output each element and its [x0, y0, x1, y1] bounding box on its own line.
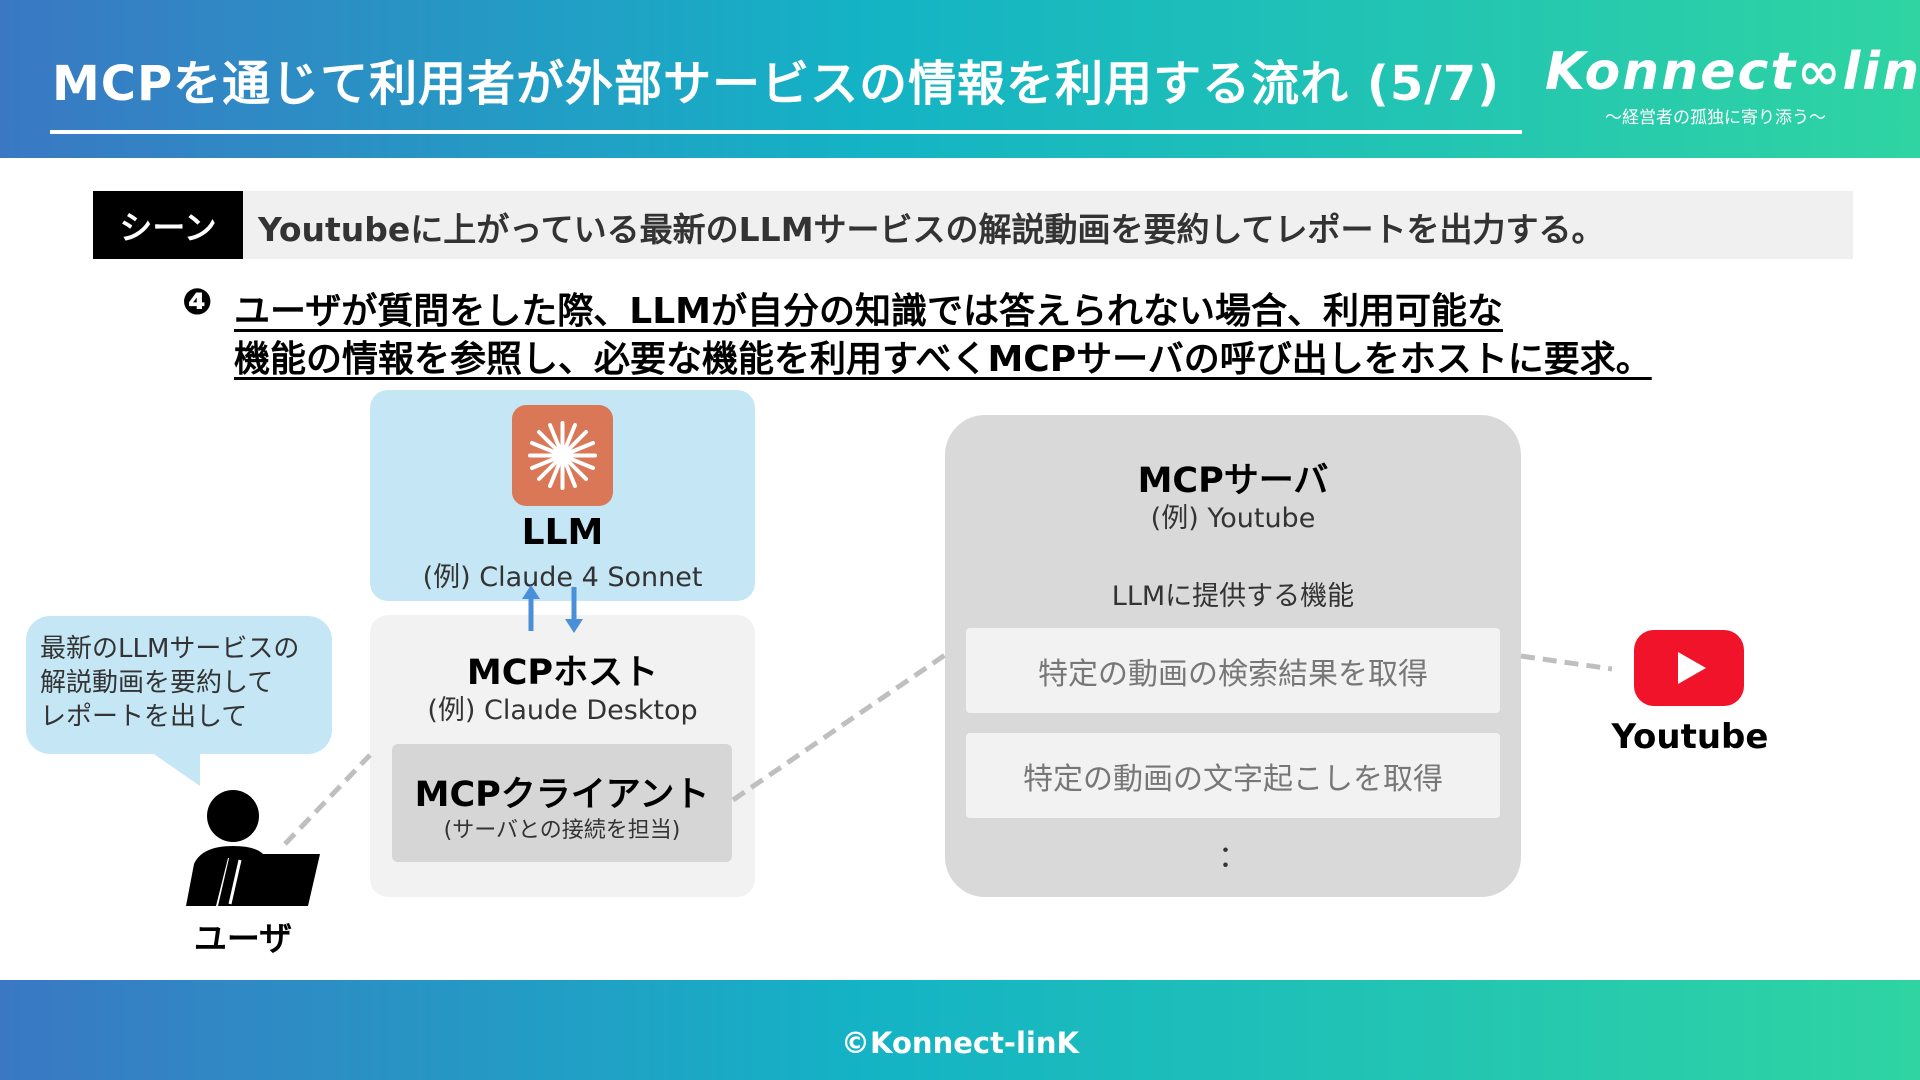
mcp-client-subtitle: (サーバとの接続を担当)	[443, 818, 681, 843]
speech-bubble	[26, 616, 332, 754]
speech-bubble-tail	[148, 750, 200, 786]
step-line-2: 機能の情報を参照し、必要な機能を利用すべくMCPサーバの呼び出しをホストに要求。	[234, 339, 1652, 380]
step-number: ❹	[182, 282, 213, 323]
feature-item: 特定の動画の文字起こしを取得	[966, 733, 1500, 818]
user-label: ユーザ	[193, 919, 293, 958]
server-to-youtube-line	[1520, 653, 1613, 672]
scene-label: シーン	[93, 191, 243, 259]
mcp-server-title: MCPサーバ	[1137, 461, 1329, 501]
page-title: MCPを通じて利用者が外部サービスの情報を利用する流れ (5/7)	[52, 56, 1501, 112]
mcp-host-example: (例) Claude Desktop	[427, 695, 698, 726]
brand-logo: Konnect∞linK	[1545, 42, 1920, 102]
speech-bubble-line: 解説動画を要約して	[40, 668, 274, 698]
client-to-server-line	[731, 652, 947, 803]
feature-item: 特定の動画の検索結果を取得	[966, 628, 1500, 713]
features-heading: LLMに提供する機能	[1111, 581, 1355, 612]
title-underline	[50, 130, 1522, 134]
speech-bubble-text: 最新のLLMサービスの 解説動画を要約して レポートを出して	[40, 632, 299, 734]
mcp-host-title: MCPホスト	[466, 653, 659, 693]
llm-example: (例) Claude 4 Sonnet	[422, 562, 703, 593]
speech-bubble-line: レポートを出して	[40, 702, 248, 732]
speech-bubble-line: 最新のLLMサービスの	[40, 634, 300, 664]
footer-bar	[0, 980, 1920, 1080]
features-ellipsis: ：	[1218, 840, 1248, 875]
step-line-1: ユーザが質問をした際、LLMが自分の知識では答えられない場合、利用可能な	[234, 291, 1503, 332]
scene-text: Youtubeに上がっている最新のLLMサービスの解説動画を要約してレポートを出…	[258, 210, 1605, 249]
llm-title: LLM	[521, 512, 604, 553]
mcp-client-title: MCPクライアント	[414, 775, 710, 815]
brand-tagline: 〜経営者の孤独に寄り添う〜	[1605, 108, 1826, 128]
bidirectional-arrow-icon	[522, 585, 583, 633]
user-at-laptop-icon	[186, 790, 320, 906]
scene-banner	[93, 191, 1853, 259]
youtube-label: Youtube	[1611, 717, 1769, 757]
play-triangle-icon	[1678, 652, 1706, 684]
claude-starburst-icon	[512, 405, 613, 506]
mcp-client-box	[392, 744, 732, 862]
mcp-server-example: (例) Youtube	[1150, 503, 1316, 534]
footer-copyright: ©Konnect-linK	[841, 1026, 1079, 1060]
